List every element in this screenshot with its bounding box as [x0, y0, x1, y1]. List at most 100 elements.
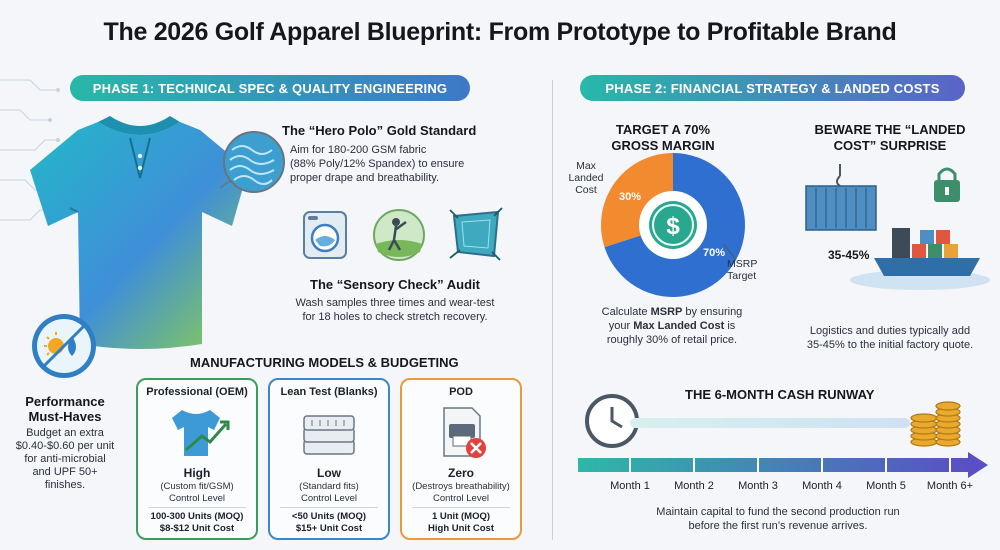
runway-text: Maintain capital to fund the second prod… — [618, 505, 938, 533]
card-detail: (Destroys breathability) Control Level — [402, 481, 520, 505]
card-control-line: Control Level — [301, 493, 357, 504]
card-footer: <50 Units (MOQ) $15+ Unit Cost — [270, 511, 388, 535]
card-cost: $8-$12 Unit Cost — [159, 523, 235, 534]
runway-text-line: before the first run’s revenue arrives. — [688, 520, 868, 532]
card-separator — [148, 507, 246, 508]
page-title: The 2026 Golf Apparel Blueprint: From Pr… — [103, 18, 897, 46]
hero-text-line: (88% Poly/12% Spandex) to ensure — [290, 158, 465, 170]
performance-text-line: finishes. — [44, 479, 86, 491]
performance-title-line: Must-Haves — [28, 409, 102, 424]
card-oem: Professional (OEM) High (Custom fit/GSM)… — [136, 378, 258, 540]
slice-small-label-line: Cost — [575, 184, 597, 196]
landed-title-line: COST” SURPRISE — [833, 138, 947, 153]
slice-small-pct: 30% — [619, 191, 641, 203]
runway-text-line: Maintain capital to fund the second prod… — [656, 506, 900, 518]
card-control-line: Control Level — [169, 493, 225, 504]
golfer-icon — [373, 209, 425, 261]
sensory-title: The “Sensory Check” Audit — [310, 277, 480, 292]
card-detail: (Standard fits) Control Level — [270, 481, 388, 505]
landed-text-line: Logistics and duties typically add — [809, 325, 971, 337]
month-label: Month 6+ — [926, 480, 974, 492]
margin-text-line: roughly 30% of retail price. — [606, 334, 738, 346]
card-detail-line: (Standard fits) — [299, 481, 359, 492]
card-detail: (Custom fit/GSM) Control Level — [138, 481, 256, 505]
dollar-sign: $ — [666, 213, 680, 240]
landed-range: 35-45% — [828, 248, 870, 262]
hero-polo-text: Aim for 180-200 GSM fabric (88% Poly/12%… — [290, 143, 490, 185]
section-divider — [552, 80, 553, 540]
timeline-arrow — [578, 452, 988, 478]
landed-text: Logistics and duties typically add 35-45… — [790, 324, 990, 352]
landed-text-line: 35-45% to the initial factory quote. — [806, 339, 974, 351]
card-name: POD — [449, 386, 473, 398]
sensory-text-line: Wash samples three times and wear-test — [295, 297, 495, 309]
margin-title-line: GROSS MARGIN — [611, 138, 715, 153]
slice-small-label: Max Landed Cost — [566, 160, 606, 196]
card-detail-line: (Custom fit/GSM) — [160, 481, 234, 492]
slice-big-label-line: Target — [727, 270, 757, 282]
hero-text-line: proper drape and breathability. — [290, 172, 440, 184]
shipping-container-icon — [805, 164, 990, 290]
washing-machine-icon — [303, 211, 347, 259]
coin-stack-icon — [910, 401, 961, 447]
card-footer: 1 Unit (MOQ) High Unit Cost — [402, 511, 520, 535]
slice-big-label-line: MSRP — [727, 258, 758, 270]
runway-title: THE 6-MONTH CASH RUNWAY — [685, 387, 875, 402]
month-label: Month 1 — [610, 480, 650, 492]
stacked-shirts-icon — [303, 415, 355, 455]
card-separator — [412, 507, 510, 508]
printer-cancel-icon — [443, 407, 486, 458]
performance-title-line: Performance — [25, 394, 105, 409]
card-footer: 100-300 Units (MOQ) $8-$12 Unit Cost — [138, 511, 256, 535]
card-pod: POD Zero (Destroys breathability) Contro… — [400, 378, 522, 540]
slice-big-label: MSRP Target — [727, 258, 777, 282]
card-detail-line: (Destroys breathability) — [412, 481, 510, 492]
performance-title: Performance Must-Haves — [10, 394, 120, 424]
performance-text-line: Budget an extra — [26, 427, 104, 439]
runway-light-bar — [630, 418, 910, 428]
card-moq: 1 Unit (MOQ) — [431, 511, 491, 522]
performance-text: Budget an extra $0.40-$0.60 per unit for… — [5, 427, 125, 492]
sun-water-badge-icon — [32, 314, 96, 378]
margin-donut-chart: $ 30% 70% — [601, 153, 745, 297]
phase2-banner: PHASE 2: FINANCIAL STRATEGY & LANDED COS… — [580, 75, 965, 101]
margin-title: TARGET A 70% GROSS MARGIN — [588, 122, 738, 154]
margin-text-line: Calculate MSRP by ensuring — [601, 306, 743, 318]
slice-big-pct: 70% — [703, 247, 725, 259]
performance-text-line: for anti-microbial — [24, 453, 106, 465]
card-cost: High Unit Cost — [428, 523, 494, 534]
polo-growth-icon — [172, 410, 230, 456]
slice-small-label-line: Landed — [568, 172, 604, 184]
fabric-weave-icon — [223, 131, 285, 193]
hero-text-line: Aim for 180-200 GSM fabric — [290, 144, 427, 156]
card-level: Zero — [447, 466, 474, 480]
card-separator — [280, 507, 378, 508]
month-label: Month 2 — [674, 480, 714, 492]
slice-small-label-line: Max — [576, 160, 596, 172]
stretch-fabric-icon — [449, 207, 503, 261]
margin-text: Calculate MSRP by ensuring your Max Land… — [572, 305, 772, 347]
month-label: Month 5 — [866, 480, 906, 492]
models-title: MANUFACTURING MODELS & BUDGETING — [190, 355, 459, 370]
month-label: Month 3 — [738, 480, 778, 492]
card-blanks: Lean Test (Blanks) Low (Standard fits) C… — [268, 378, 390, 540]
sensory-text: Wash samples three times and wear-test f… — [280, 296, 510, 324]
card-moq: <50 Units (MOQ) — [291, 511, 367, 522]
card-name: Lean Test (Blanks) — [280, 386, 378, 398]
card-level: Low — [317, 466, 341, 480]
performance-text-line: and UPF 50+ — [32, 466, 98, 478]
card-moq: 100-300 Units (MOQ) — [150, 511, 244, 522]
margin-text-line: your Max Landed Cost is — [608, 320, 736, 332]
sensory-text-line: for 18 holes to check stretch recovery. — [302, 311, 488, 323]
performance-text-line: $0.40-$0.60 per unit — [15, 440, 115, 452]
card-name: Professional (OEM) — [146, 386, 248, 398]
card-cost: $15+ Unit Cost — [295, 523, 363, 534]
hero-polo-title: The “Hero Polo” Gold Standard — [282, 123, 477, 138]
phase1-banner: PHASE 1: TECHNICAL SPEC & QUALITY ENGINE… — [70, 75, 470, 101]
card-control-line: Control Level — [433, 493, 489, 504]
landed-title-line: BEWARE THE “LANDED — [814, 122, 966, 137]
margin-title-line: TARGET A 70% — [615, 122, 711, 137]
card-level: High — [183, 466, 211, 480]
dollar-icon — [649, 201, 697, 249]
month-label: Month 4 — [802, 480, 842, 492]
